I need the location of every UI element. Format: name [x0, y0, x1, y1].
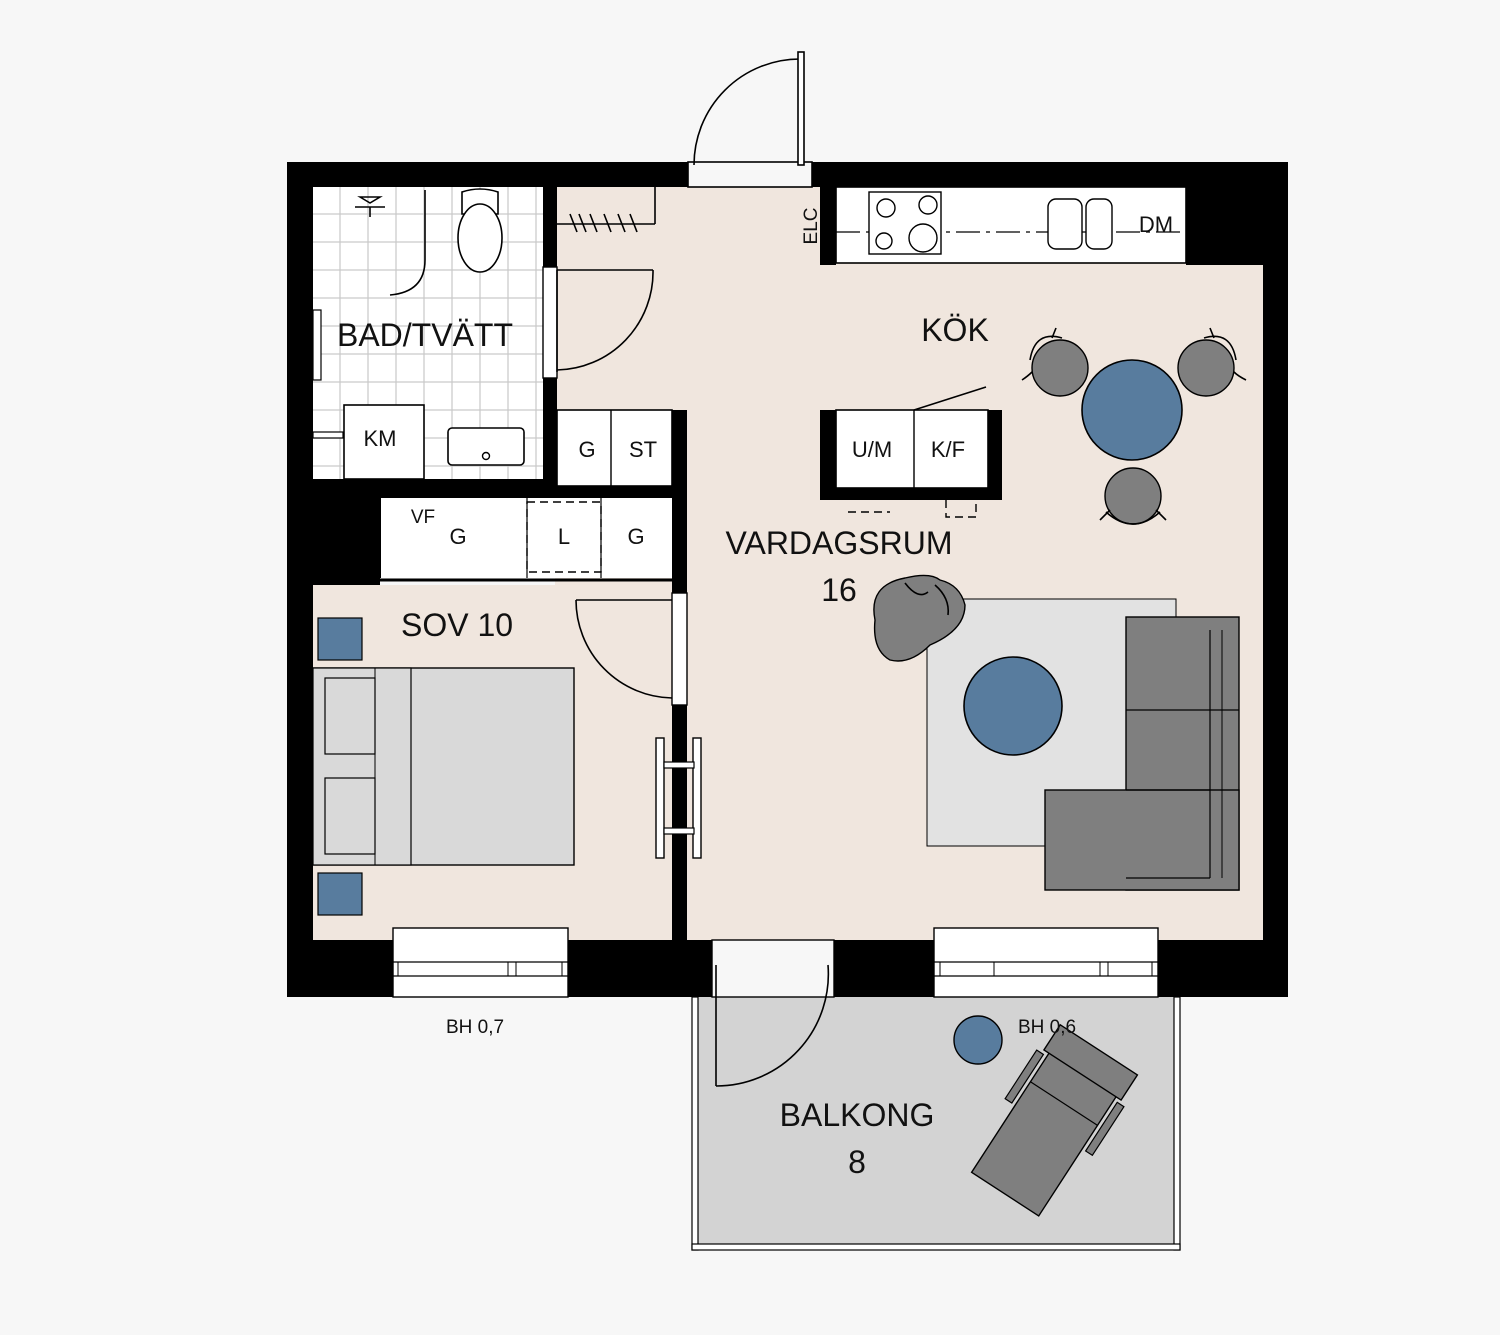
balcony-side-table	[953, 1015, 1003, 1065]
kitchen-counter: DM	[835, 186, 1187, 264]
label-kf: K/F	[931, 437, 965, 462]
chair-bottom	[1099, 467, 1167, 525]
toilet-icon	[457, 188, 503, 273]
room-area-living: 16	[821, 572, 857, 608]
window-bedroom	[392, 927, 569, 998]
room-name-kitchen: KÖK	[921, 312, 989, 348]
label-g-right: G	[627, 524, 644, 549]
room-name-bath: BAD/TVÄTT	[337, 317, 513, 353]
label-elc: ELC	[801, 208, 822, 245]
balcony-railing	[691, 996, 1181, 1251]
room-name-living: VARDAGSRUM	[726, 525, 953, 561]
sink-icon	[447, 427, 525, 466]
sofa	[1044, 616, 1240, 891]
label-g-hall: G	[578, 437, 595, 462]
label-um: U/M	[852, 437, 892, 462]
bath-door[interactable]	[542, 266, 654, 379]
coat-rack	[557, 187, 656, 233]
floors	[313, 187, 1263, 1247]
label-l: L	[558, 524, 570, 549]
label-dm: DM	[1139, 212, 1173, 237]
window-living	[933, 927, 1159, 998]
label-km: KM	[364, 426, 397, 451]
room-name-bedroom: SOV 10	[401, 607, 513, 643]
double-bed	[312, 667, 575, 866]
bedroom-wardrobes: VF G L G	[411, 498, 645, 578]
shower	[312, 190, 426, 381]
label-st: ST	[629, 437, 657, 462]
label-vf: VF	[411, 507, 435, 528]
washing-machine: KM	[312, 404, 425, 480]
sun-lounger	[970, 1023, 1139, 1217]
room-name-balcony: BALKONG	[780, 1097, 935, 1133]
window-note-balcony: BH 0,6	[1018, 1017, 1076, 1038]
label-g-left: G	[449, 524, 466, 549]
dining-set	[1021, 327, 1247, 525]
balcony-door[interactable]	[711, 939, 835, 1087]
hall-wardrobes: G ST	[556, 409, 673, 487]
dining-table	[1081, 359, 1183, 461]
fridge-freezer-unit: U/M K/F	[820, 386, 1002, 518]
bedroom-door[interactable]	[575, 592, 688, 706]
entrance-door[interactable]	[687, 51, 813, 188]
walls	[287, 162, 1288, 997]
nightstand-bottom	[317, 872, 363, 916]
room-area-balcony: 8	[848, 1144, 866, 1180]
chair-left	[1021, 327, 1089, 397]
nightstand-top	[317, 617, 363, 661]
sliding-panel	[655, 737, 702, 859]
coffee-table	[963, 656, 1063, 756]
armchair	[873, 574, 966, 662]
chair-right	[1177, 327, 1247, 397]
window-note-bedroom: BH 0,7	[446, 1017, 504, 1038]
